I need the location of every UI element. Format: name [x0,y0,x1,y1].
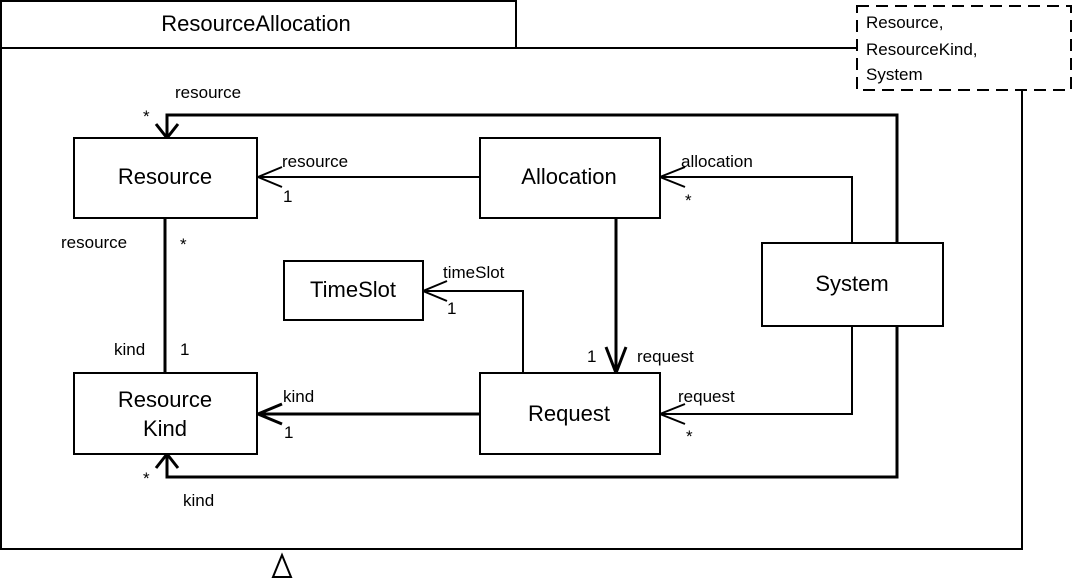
class-allocation [479,137,661,219]
assoc-system-kind-role: kind [183,491,214,510]
assoc-request-kind-role: kind [283,387,314,406]
template-param-1: Resource, [866,13,943,32]
package-body-left-bottom [0,48,1023,550]
assoc-system-request-role: request [678,387,735,406]
template-parameters-box [856,5,1072,91]
class-request-name: Request [528,401,610,426]
assoc-resource-kind-role-top: resource [61,233,127,252]
assoc-system-kind-line [165,326,899,479]
class-request [479,372,661,455]
template-param-2: ResourceKind, [866,40,978,59]
assoc-system-request-mult: * [686,427,693,446]
class-timeslot-name: TimeSlot [310,277,396,302]
assoc-system-request-line [660,326,853,415]
class-resource-kind [73,372,258,455]
assoc-system-allocation-line [660,176,853,243]
assoc-system-resource-mult: * [143,107,150,126]
class-system [761,242,944,327]
assoc-allocation-resource-mult: 1 [283,187,292,206]
assoc-system-allocation-mult: * [685,191,692,210]
assoc-allocation-request-role: request [637,347,694,366]
class-resource-kind-name-line2: Kind [143,416,187,441]
assoc-request-timeslot-line [423,290,524,373]
assoc-resource-kind-mult-bottom: 1 [180,340,189,359]
assoc-allocation-request-mult: 1 [587,347,596,366]
assoc-system-allocation-role: allocation [681,152,753,171]
class-system-name: System [815,271,888,296]
assoc-allocation-resource-role: resource [282,152,348,171]
class-resource [73,137,258,219]
assoc-resource-kind-role-bottom: kind [114,340,145,359]
assoc-system-resource-line [165,113,899,243]
class-resource-kind-name-line1: Resource [118,387,212,412]
assoc-request-kind-mult: 1 [284,423,293,442]
assoc-request-timeslot-role: timeSlot [443,263,505,282]
package-tab [0,0,517,49]
package-name: ResourceAllocation [161,11,351,36]
class-resource-name: Resource [118,164,212,189]
assoc-resource-kind-mult-top: * [180,235,187,254]
class-timeslot [283,260,424,321]
assoc-system-resource-role: resource [175,83,241,102]
generalization-arrow [271,552,293,578]
template-param-3: System [866,65,923,84]
class-allocation-name: Allocation [521,164,616,189]
assoc-system-kind-mult: * [143,469,150,488]
assoc-request-timeslot-mult: 1 [447,299,456,318]
